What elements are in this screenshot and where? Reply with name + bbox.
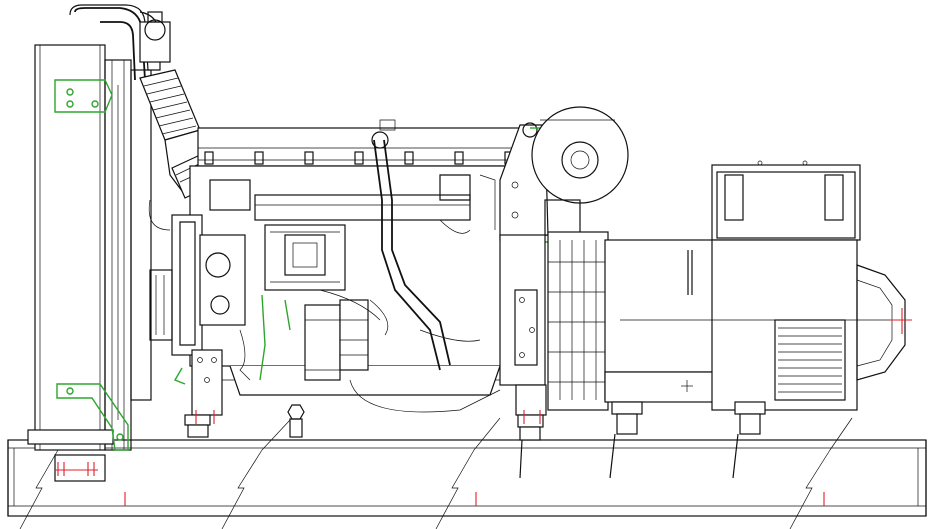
base-frame (7, 417, 927, 529)
wiring-harness (239, 174, 496, 381)
drain-plug (287, 404, 305, 438)
centre-marks (55, 308, 912, 506)
alternator-adaptor (547, 231, 609, 411)
engine-control-unit (264, 224, 346, 291)
flywheel-housing (499, 234, 546, 386)
alternator-mount (519, 401, 766, 479)
lifting-bracket-bottom (56, 383, 129, 451)
break-line (19, 449, 59, 529)
engine-front-end (148, 199, 291, 385)
engine-mount-rear (515, 384, 547, 441)
alternator-stator (620, 239, 906, 411)
engine-mount-front (184, 349, 223, 438)
break-line (789, 449, 831, 529)
alternator-terminal-box (711, 160, 861, 241)
coolant-pipe (373, 119, 451, 371)
fuel-filter (304, 299, 369, 381)
lifting-bracket-top (54, 79, 113, 113)
air-intake-pipe (69, 4, 216, 199)
radiator (27, 44, 152, 482)
break-line (435, 449, 475, 529)
break-line (221, 449, 263, 529)
engine-valve-cover (197, 127, 544, 167)
